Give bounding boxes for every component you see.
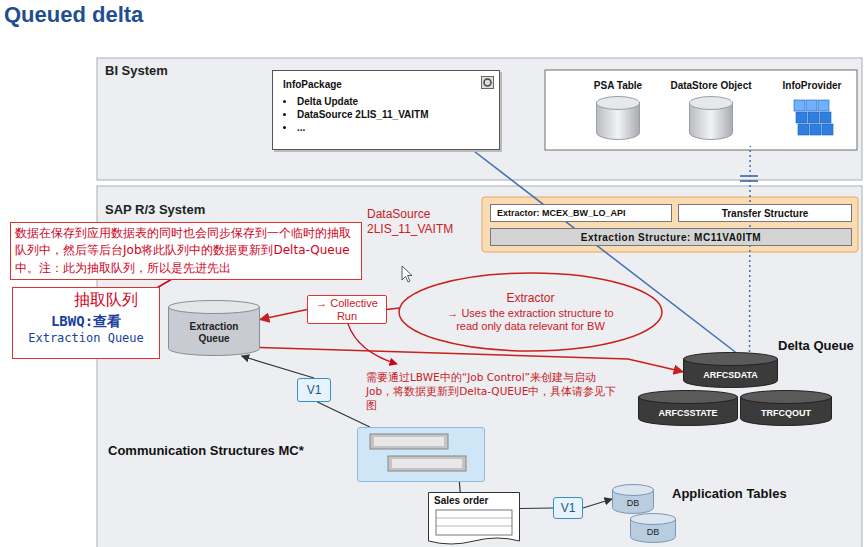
psa-table-icon: PSA Table (583, 74, 653, 146)
node-text: → Uses the extraction structure to read … (436, 307, 625, 333)
break-mark (740, 175, 758, 177)
node-text: ARFCSSTATE (658, 408, 717, 418)
datasource-label: DataSource 2LIS_11_VAITM (367, 207, 467, 237)
node-text: Communication Structures MC* (108, 443, 304, 458)
node-text: DataStore Object (655, 80, 767, 91)
node-text: 数据在保存到应用数据表的同时也会同步保存到一个临时的抽取队列中，然后等后台Job… (15, 225, 357, 277)
node-text: DB (627, 498, 640, 508)
node-text: PSA Table (583, 80, 653, 91)
node-text: → Collective Run (312, 297, 382, 322)
node-text: LBWQ:查看 (19, 313, 153, 331)
node-text: Sales order (434, 495, 514, 506)
note-leader (348, 324, 397, 364)
cube-icon (790, 96, 834, 140)
break-mark (740, 180, 758, 182)
table-cylinder: TRFCQOUT (740, 390, 832, 426)
bi-panel-ground (97, 58, 862, 180)
tables-label: Application Tables (672, 486, 832, 501)
cylinder-icon (596, 96, 640, 140)
node-text: Extraction Queue (19, 331, 153, 345)
extractor-frame (482, 197, 858, 252)
extractor-ellipse: Extractor → Uses the extraction structure… (398, 272, 663, 352)
page-title: Queued delta (4, 2, 143, 28)
note-text: 需要通过LBWE中的“Job Control”来创建与启动Job，将数据更新到D… (366, 370, 621, 413)
gear-icon (481, 76, 494, 89)
queue-cylinder: Extraction Queue (168, 300, 260, 356)
node-text: 抽取队列 (19, 290, 153, 311)
node-text: InfoPackage (283, 79, 489, 90)
queue-callout: 抽取队列 LBWQ:查看Extraction Queue (12, 287, 160, 359)
table-cylinder: ARFCSSTATE (638, 390, 738, 426)
extractor-box: Extractor: MCEX_BW_LO_API (490, 204, 672, 222)
node-text: Delta Queue (778, 338, 854, 353)
update-box: V1 (553, 497, 583, 519)
node-text: DB (647, 527, 660, 537)
connector (459, 482, 461, 492)
infoprovider-icon: InfoProvider (772, 74, 852, 146)
node-text: ... (283, 122, 489, 133)
node-text: DataSource 2LIS_11_VAITM (283, 109, 489, 120)
node-text: Transfer Structure (722, 208, 809, 219)
infopackage-box: InfoPackageDelta UpdateDataSource 2LIS_1… (272, 70, 500, 150)
structure-box: Communication Structures MC* (357, 427, 485, 482)
update-box: V1 (297, 378, 331, 402)
structure-box: Transfer Structure (678, 204, 852, 222)
db-cylinder: DB (630, 513, 676, 543)
cylinder-icon (689, 96, 733, 140)
document-shape: Sales order (428, 492, 520, 547)
process-box: → Collective Run (307, 295, 387, 324)
node-text: TRFCQOUT (761, 408, 811, 418)
system-panel: BI SystemInfoPackageDelta UpdateDataSour… (97, 58, 862, 180)
target-frame (545, 70, 857, 150)
node-text: Extraction Structure: MC11VA0ITM (581, 232, 761, 243)
connector (387, 308, 399, 310)
node-text: Extractor: MCEX_BW_LO_API (497, 208, 626, 218)
structure-bars (358, 428, 486, 483)
node-text: V1 (307, 383, 322, 397)
connector (583, 499, 612, 508)
node-text: Extractor (506, 291, 554, 305)
mouse-cursor (402, 266, 412, 282)
connector (749, 146, 751, 352)
connector (260, 348, 683, 372)
connector (260, 310, 307, 320)
node-text: Extraction Queue (174, 321, 254, 345)
node-text: InfoProvider (772, 80, 852, 91)
delta-queue-group: Delta QueueARFCSDATA ARFCSSTATE TRFCQOUT (635, 335, 860, 430)
db-cylinder: DB (612, 484, 654, 514)
connector (520, 507, 553, 509)
connector (317, 402, 369, 427)
node-text: V1 (561, 501, 576, 515)
datastore-icon: DataStore Object (655, 74, 767, 146)
structure-box: Extraction Structure: MC11VA0ITM (490, 228, 852, 246)
node-text: ARFCSDATA (703, 370, 758, 380)
node-text: Delta Update (283, 96, 489, 107)
note-callout: 数据在保存到应用数据表的同时也会同步保存到一个临时的抽取队列中，然后等后台Job… (10, 222, 362, 280)
table-cylinder: ARFCSDATA (683, 352, 778, 388)
connector (242, 356, 314, 378)
